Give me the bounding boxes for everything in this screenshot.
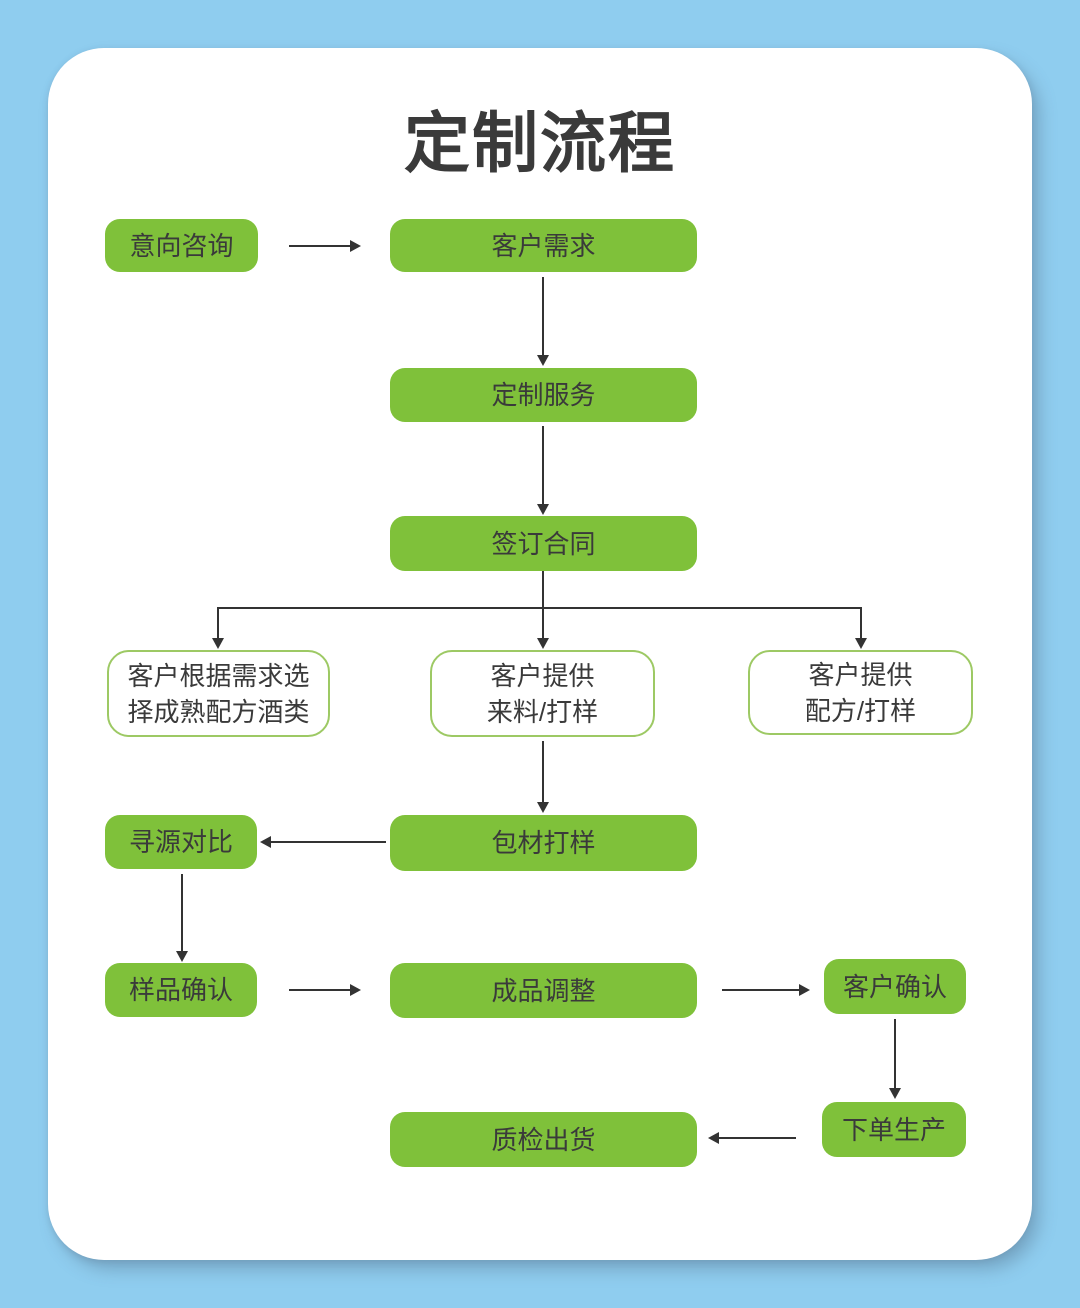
flow-node-choose-recipe-line1: 客户根据需求选 [127, 660, 310, 691]
flow-node-sign-contract: 签订合同 [390, 516, 697, 571]
arrow-service-to-contract [537, 426, 549, 515]
flow-node-order-production-label: 下单生产 [841, 1114, 946, 1145]
page-title: 定制流程 [404, 106, 676, 180]
flow-node-sourcing-compare-label: 寻源对比 [128, 827, 233, 857]
arrow-confirm-to-order [889, 1019, 901, 1099]
flow-node-intent-label: 意向咨询 [129, 230, 234, 261]
flow-node-provide-recipe-line1: 客户提供 [808, 659, 913, 690]
flow-node-qc-shipment: 质检出货 [390, 1112, 697, 1167]
branch-stem-line [542, 571, 544, 608]
flow-node-provide-material-line1: 客户提供 [490, 660, 595, 691]
flow-node-order-production: 下单生产 [822, 1102, 966, 1157]
flow-node-qc-shipment-label: 质检出货 [491, 1124, 596, 1155]
flow-node-product-adjust: 成品调整 [390, 963, 697, 1018]
arrow-order-to-qc [708, 1132, 796, 1144]
flow-node-customer-confirm: 客户确认 [824, 959, 966, 1014]
flow-node-sourcing-compare: 寻源对比 [105, 815, 257, 869]
flow-node-custom-service-label: 定制服务 [491, 380, 596, 410]
arrow-needs-to-service [537, 277, 549, 366]
arrow-material-to-packaging [537, 741, 549, 813]
flow-node-choose-recipe: 客户根据需求选 择成熟配方酒类 [107, 650, 330, 737]
flow-node-choose-recipe-line2: 择成熟配方酒类 [127, 696, 310, 727]
flow-node-sample-confirm-label: 样品确认 [128, 975, 233, 1005]
flow-node-intent: 意向咨询 [105, 219, 258, 272]
flow-node-packaging-sample-label: 包材打样 [491, 828, 596, 858]
flow-node-customer-confirm-label: 客户确认 [842, 971, 947, 1002]
flow-node-product-adjust-label: 成品调整 [491, 975, 596, 1006]
flow-node-custom-service: 定制服务 [390, 368, 697, 422]
arrow-sample-to-adjust [289, 984, 361, 996]
flow-node-sample-confirm: 样品确认 [105, 963, 257, 1017]
flow-node-provide-recipe-line2: 配方/打样 [804, 695, 917, 726]
flow-node-customer-needs-label: 客户需求 [491, 230, 596, 261]
arrow-adjust-to-confirm [722, 984, 810, 996]
arrow-branch-left [212, 608, 224, 649]
arrow-intent-to-needs [289, 240, 361, 252]
flow-node-provide-material: 客户提供 来料/打样 [430, 650, 655, 737]
flow-node-sign-contract-label: 签订合同 [491, 528, 596, 559]
arrow-branch-middle [537, 608, 549, 649]
branch-horizontal-line [217, 607, 862, 609]
flow-node-provide-recipe: 客户提供 配方/打样 [748, 650, 973, 735]
arrow-sourcing-to-sample [176, 874, 188, 962]
flow-node-provide-material-line2: 来料/打样 [486, 696, 599, 727]
flow-node-packaging-sample: 包材打样 [390, 815, 697, 871]
arrow-packaging-to-sourcing [260, 836, 386, 848]
flow-node-customer-needs: 客户需求 [390, 219, 697, 272]
arrow-branch-right [855, 608, 867, 649]
